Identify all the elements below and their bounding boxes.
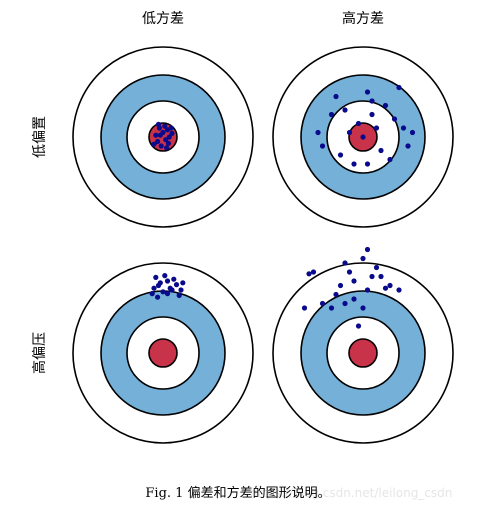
scatter-point — [364, 287, 371, 293]
scatter-point — [351, 278, 357, 284]
scatter-point — [319, 300, 326, 307]
scatter-point — [369, 98, 375, 104]
scatter-point — [360, 255, 366, 262]
scatter-point — [151, 141, 157, 147]
scatter-point — [158, 143, 164, 149]
scatter-point — [171, 276, 177, 282]
scatter-point — [364, 246, 371, 253]
bullseye — [348, 338, 378, 368]
scatter-point — [333, 291, 339, 298]
scatter-point — [328, 305, 335, 311]
row-label-high-bias: 高偏压 — [31, 332, 48, 374]
target-high-bias-high-variance — [272, 246, 454, 444]
column-label-low-variance: 低方差 — [142, 11, 184, 27]
scatter-point — [157, 132, 163, 138]
scatter-point — [342, 260, 348, 266]
scatter-point — [173, 282, 180, 288]
scatter-point — [306, 271, 312, 277]
scatter-point — [391, 116, 398, 122]
scatter-point — [164, 291, 171, 297]
scatter-point — [160, 289, 166, 295]
row-label-low-bias: 低偏置 — [32, 116, 48, 158]
scatter-point — [162, 123, 168, 129]
target-low-bias-high-variance — [272, 46, 454, 228]
target-high-bias-low-variance — [72, 262, 254, 444]
scatter-point — [319, 143, 326, 149]
scatter-point — [163, 137, 169, 143]
scatter-point — [153, 274, 159, 280]
scatter-point — [153, 132, 159, 138]
scatter-point — [355, 323, 362, 329]
scatter-point — [382, 285, 389, 291]
scatter-point — [400, 125, 407, 131]
scatter-point — [328, 111, 335, 118]
figure-caption: Fig. 1 偏差和方差的图形说明。 — [145, 485, 330, 501]
scatter-point — [166, 134, 172, 140]
scatter-point — [396, 287, 402, 293]
scatter-point — [360, 134, 366, 140]
scatter-point — [364, 89, 371, 95]
scatter-point — [405, 143, 411, 149]
scatter-point — [157, 280, 163, 286]
scatter-point — [409, 129, 416, 136]
scatter-point — [180, 280, 186, 286]
scatter-point — [351, 161, 357, 167]
scatter-point — [373, 125, 380, 131]
scatter-point — [360, 305, 366, 311]
scatter-point — [351, 296, 357, 302]
scatter-point — [178, 287, 184, 293]
scatter-point — [155, 294, 161, 300]
scatter-point — [164, 278, 171, 284]
scatter-point — [337, 282, 344, 289]
scatter-point — [310, 269, 317, 275]
scatter-point — [301, 305, 308, 311]
scatter-point — [168, 125, 174, 131]
scatter-point — [369, 273, 375, 280]
scatter-point — [167, 285, 173, 291]
scatter-point — [151, 285, 157, 291]
scatter-point — [149, 291, 155, 297]
scatter-point — [164, 145, 170, 151]
scatter-point — [396, 84, 402, 91]
scatter-point — [315, 129, 321, 136]
scatter-point — [342, 300, 348, 307]
scatter-point — [169, 130, 175, 136]
bullseye — [148, 338, 178, 368]
scatter-point — [387, 156, 393, 163]
scatter-point — [382, 102, 389, 109]
scatter-point — [155, 138, 161, 145]
scatter-point — [342, 107, 348, 113]
scatter-point — [155, 121, 162, 127]
targets-grid — [72, 46, 454, 444]
target-low-bias-low-variance — [72, 46, 254, 228]
scatter-point — [369, 111, 375, 118]
scatter-point — [378, 273, 384, 280]
scatter-point — [355, 120, 362, 127]
scatter-point — [333, 93, 339, 100]
scatter-point — [387, 282, 393, 289]
scatter-point — [373, 264, 380, 271]
scatter-point — [378, 147, 384, 154]
scatter-point — [337, 152, 344, 158]
scatter-point — [165, 140, 171, 146]
scatter-point — [176, 292, 182, 298]
watermark-text: https://blog.csdn.net/leilong_csdn — [250, 486, 452, 500]
scatter-point — [346, 129, 353, 136]
scatter-point — [364, 161, 371, 167]
scatter-point — [162, 273, 168, 279]
scatter-point — [346, 269, 353, 275]
column-label-high-variance: 高方差 — [342, 10, 384, 27]
